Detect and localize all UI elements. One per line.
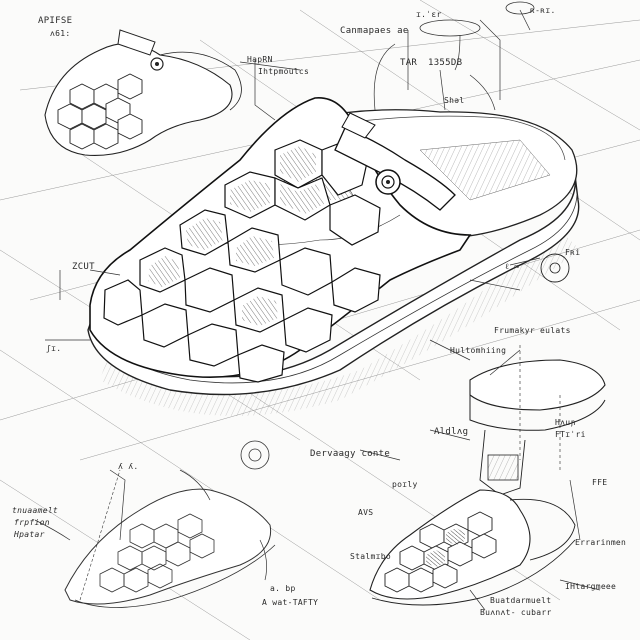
annotation-top-center-left-2: Ihtpmoulcs [258,67,310,76]
annotation-right-bottom-1: FFE [592,478,608,487]
annotation-top-left-title: APIFSE [38,16,73,26]
annotation-right-mid-1: Fʀi [565,248,581,257]
annotation-bottom-center-1: a. bp [270,584,296,593]
annotation-left-mid: ZCUT [72,262,95,272]
annotation-top-right-1: TAR [400,58,418,68]
annotation-right-bottom-2: Errarinmen [575,538,627,547]
annotation-bottom-left-3: Hpatar [14,530,45,539]
main-clog-sketch [87,97,580,416]
top-left-clog-sketch [44,29,242,156]
annotation-right-detail-4: FTɪˈri [555,430,586,439]
annotation-top-center-left-1: HapRN [247,55,273,64]
annotation-right-detail-1: Frumakyr eulats [494,326,571,335]
annotation-top-right-2: 1355DB [428,58,463,68]
top-right-ellipse [419,1,535,37]
bottom-left-clog-sketch [64,440,276,608]
annotation-center-label-1: Aldlʌg [434,427,469,437]
annotation-top-right-far: ʀ-ʀɪ. [530,6,556,15]
annotation-right-bottom-3: IHtargmeee [565,582,617,591]
annotation-top-right-corner: ɪ.ˈɛr [416,10,442,19]
annotation-bottom-left-top: ʎ ʎ. [118,462,139,471]
annotation-bottom-right-1: Buatdarmuelt [490,596,552,605]
annotation-right-detail-3: Hʌuɲ [555,418,576,427]
annotation-right-detail-2: Hultomhiing [450,346,507,355]
annotation-mid-right-1: Shəl [444,96,465,105]
annotation-mid-left-small: ʃɪ. [46,344,62,353]
annotation-right-mid-2: ℓ ∞ [505,262,520,271]
right-detail-sketch [469,253,606,496]
annotation-center-bottom-1: Dervaagy conte [310,449,391,459]
annotation-center-bottom-4: Stalmɪbo [350,552,391,561]
annotation-top-left-sub: ʌ61: [50,29,71,38]
annotation-bottom-left-1: tnuaamelt [12,506,59,515]
bottom-right-clog-sketch [369,489,576,606]
leader-lines [34,9,601,611]
annotation-center-bottom-3: AVS [358,508,374,517]
annotation-bottom-left-2: frpfion [14,518,50,527]
annotation-bottom-right-2: Buʌnʌt- cubarr [480,608,552,617]
annotation-top-center: Canmapaes ae [340,26,409,36]
annotation-bottom-center-2: A wat-TAFTY [262,598,319,607]
annotation-center-bottom-2: poɪly [392,480,418,489]
